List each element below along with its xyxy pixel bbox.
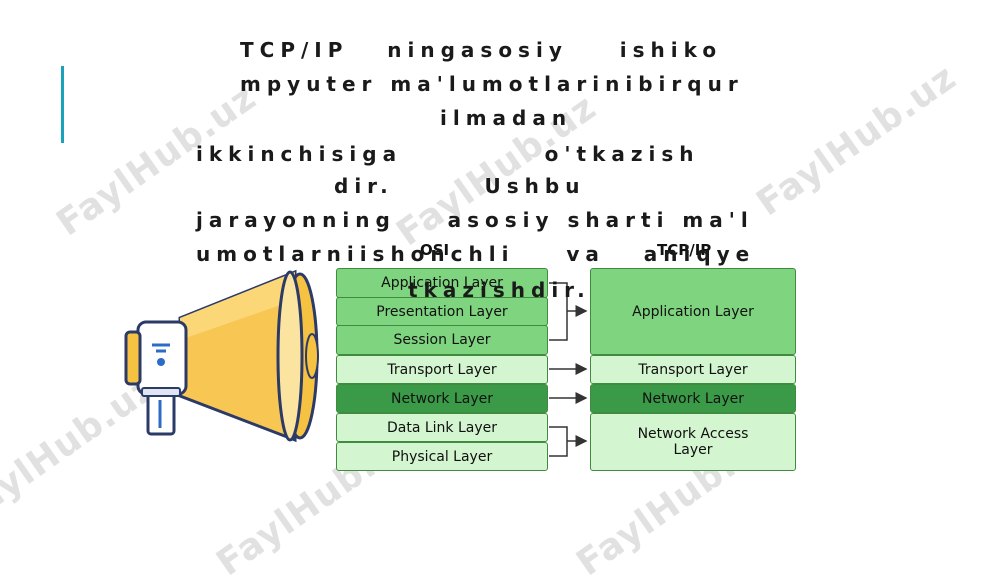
paragraph-line: ilmadan bbox=[440, 106, 573, 130]
layer-connectors bbox=[549, 282, 588, 457]
paragraph-line: dir. Ushbu bbox=[334, 174, 586, 198]
paragraph-line: umotlarniishonchli va aniqye bbox=[196, 242, 756, 266]
osi-layer: Session Layer bbox=[336, 325, 548, 355]
accent-bar bbox=[61, 66, 64, 143]
osi-layer: Application Layer bbox=[336, 268, 548, 298]
osi-layer: Network Layer bbox=[336, 384, 548, 413]
tcpip-column-title: TCP/IP bbox=[657, 241, 712, 259]
paragraph-line: TCP/IP ningasosiy ishiko bbox=[240, 38, 723, 62]
osi-layer: Physical Layer bbox=[336, 442, 548, 471]
osi-layer: Data Link Layer bbox=[336, 413, 548, 442]
megaphone-icon bbox=[124, 269, 319, 443]
paragraph-line: jarayonning asosiy sharti ma'l bbox=[196, 208, 754, 232]
paragraph-line: mpyuter ma'lumotlarinibirqur bbox=[240, 72, 744, 96]
osi-column-title: OSI bbox=[420, 241, 450, 259]
tcpip-layer: Network Layer bbox=[590, 384, 796, 413]
osi-layer: Transport Layer bbox=[336, 355, 548, 384]
paragraph-line: tkazishdir. bbox=[408, 278, 591, 302]
tcpip-layer: Application Layer bbox=[590, 268, 796, 355]
paragraph-line: ikkinchisiga o'tkazish bbox=[196, 142, 700, 166]
tcpip-layer: Transport Layer bbox=[590, 355, 796, 384]
tcpip-layer: Network Access Layer bbox=[590, 413, 796, 471]
